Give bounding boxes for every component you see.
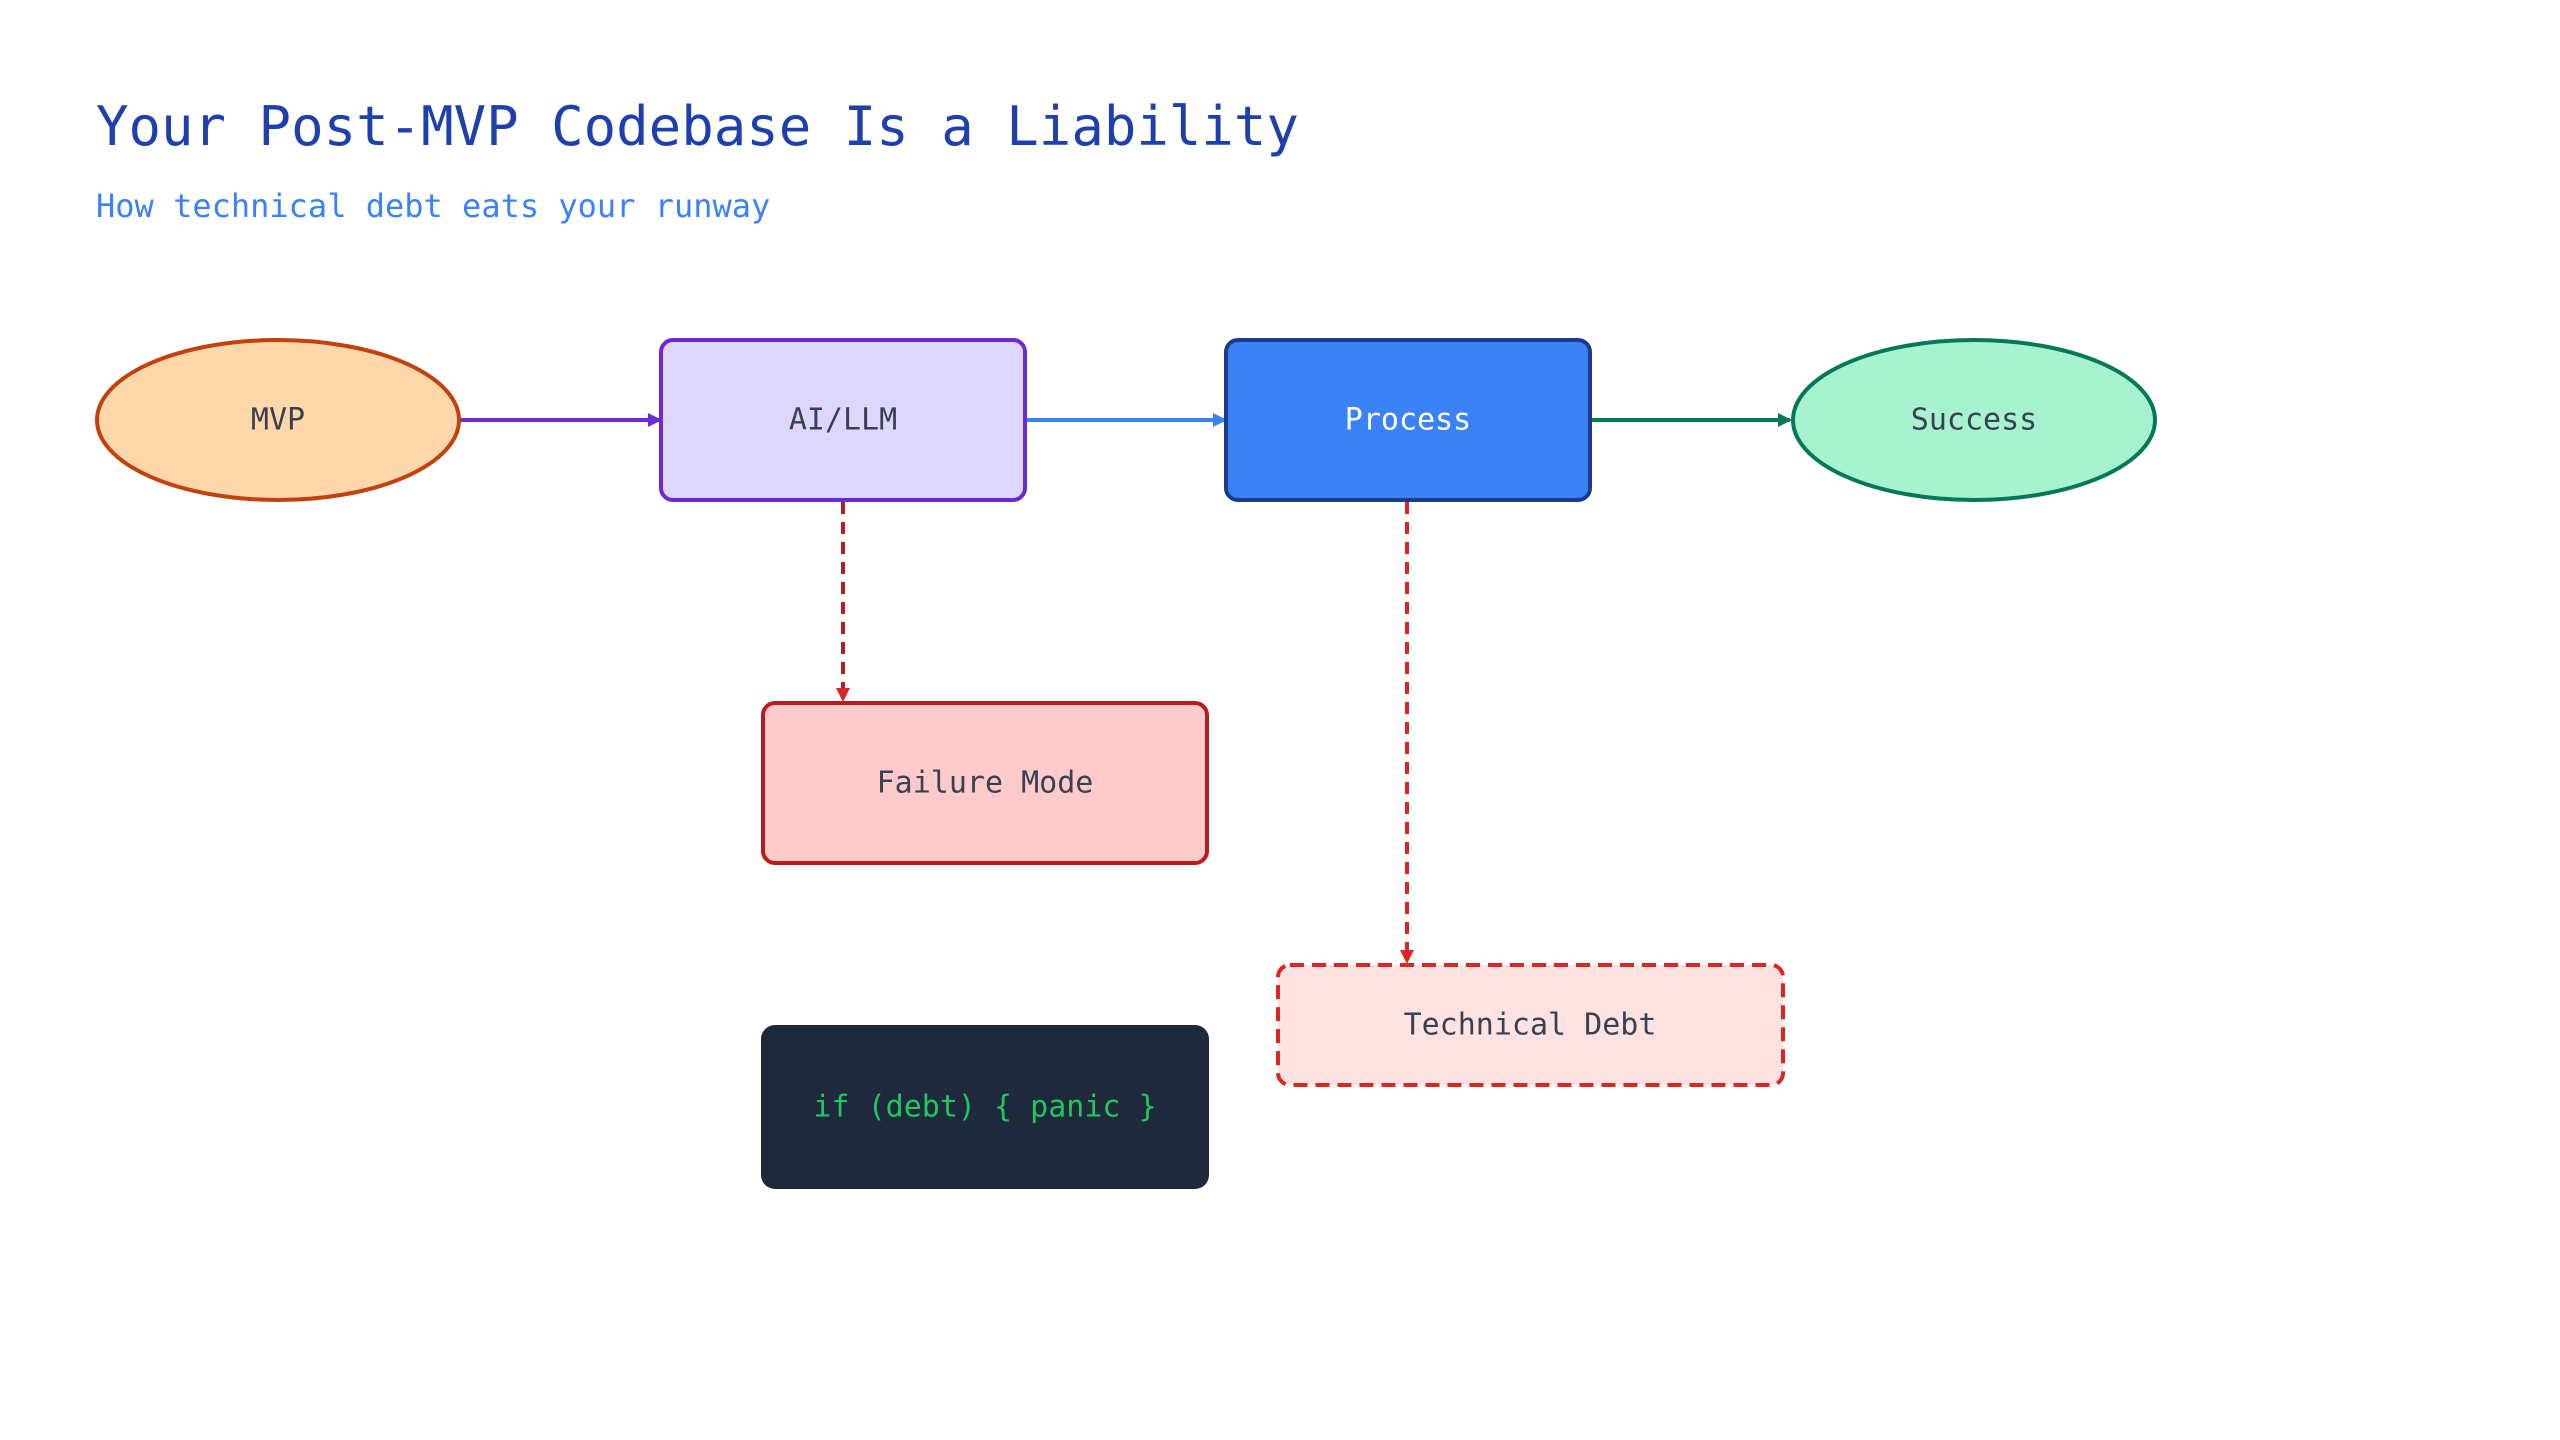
node-success-shape bbox=[1791, 338, 2157, 502]
edges bbox=[460, 413, 1792, 964]
node-code-snippet-label: if (debt) { panic } bbox=[813, 1090, 1156, 1125]
node-success-label: Success bbox=[1911, 403, 2037, 438]
node-code-snippet[interactable]: if (debt) { panic } bbox=[761, 1025, 1209, 1189]
node-success[interactable]: Success bbox=[1791, 338, 2157, 502]
node-technical-debt-shape bbox=[1276, 963, 1785, 1087]
page-subtitle: How technical debt eats your runway bbox=[96, 187, 770, 225]
node-code-snippet-shape bbox=[761, 1025, 1209, 1189]
node-mvp-shape bbox=[95, 338, 461, 502]
node-failure-mode-shape bbox=[761, 701, 1209, 865]
node-process-label: Process bbox=[1345, 403, 1471, 438]
node-ai-llm[interactable]: AI/LLM bbox=[659, 338, 1027, 502]
node-failure-mode[interactable]: Failure Mode bbox=[761, 701, 1209, 865]
node-mvp[interactable]: MVP bbox=[95, 338, 461, 502]
node-failure-mode-label: Failure Mode bbox=[877, 766, 1094, 801]
node-technical-debt-label: Technical Debt bbox=[1404, 1008, 1657, 1043]
node-process-shape bbox=[1224, 338, 1592, 502]
node-mvp-label: MVP bbox=[251, 403, 305, 438]
node-technical-debt[interactable]: Technical Debt bbox=[1276, 963, 1785, 1087]
node-process[interactable]: Process bbox=[1224, 338, 1592, 502]
page-title: Your Post-MVP Codebase Is a Liability bbox=[96, 95, 1299, 158]
node-ai-llm-label: AI/LLM bbox=[789, 403, 897, 438]
node-ai-llm-shape bbox=[659, 338, 1027, 502]
